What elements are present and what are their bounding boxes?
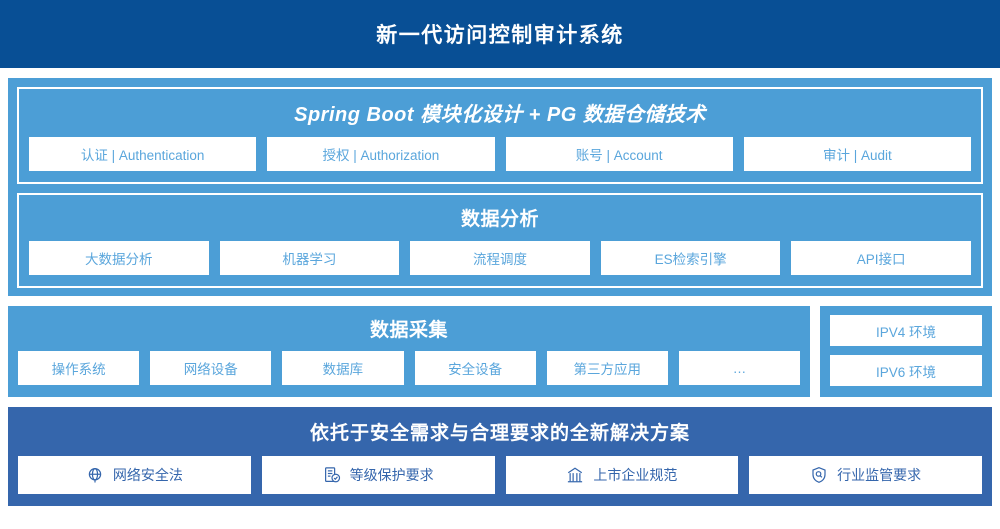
collection-card-label: 网络设备 bbox=[183, 362, 238, 377]
document-check-icon bbox=[323, 466, 341, 484]
compliance-card-listed-company-standard[interactable]: 上市企业规范 bbox=[505, 456, 739, 494]
collection-card-label: 第三方应用 bbox=[573, 362, 642, 377]
collection-card-row: 操作系统 网络设备 数据库 安全设备 第三方应用 … bbox=[18, 351, 801, 385]
page-title: 新一代访问控制审计系统 bbox=[376, 24, 624, 47]
environment-card-ipv6[interactable]: IPV6 环境 bbox=[830, 355, 982, 386]
platform-card-label: 授权 | Authorization bbox=[322, 148, 440, 163]
collection-title: 数据采集 bbox=[369, 320, 448, 341]
compliance-title: 依托于安全需求与合理要求的全新解决方案 bbox=[309, 423, 690, 444]
compliance-card-row: 网络安全法 等级保护要求 bbox=[18, 456, 982, 494]
analysis-group-title: 数据分析 bbox=[460, 209, 539, 230]
analysis-card-label: API接口 bbox=[856, 252, 906, 267]
analysis-card-label: ES检索引擎 bbox=[654, 252, 727, 267]
collection-card-security-device[interactable]: 安全设备 bbox=[414, 351, 536, 385]
platform-card-row: 认证 | Authentication 授权 | Authorization 账… bbox=[29, 137, 971, 171]
collection-card-label: … bbox=[732, 360, 747, 376]
collection-row: 数据采集 操作系统 网络设备 数据库 安全设备 第三方应用 … bbox=[8, 306, 992, 397]
compliance-panel: 依托于安全需求与合理要求的全新解决方案 网络安全法 bbox=[8, 407, 992, 506]
analysis-card-es-search-engine[interactable]: ES检索引擎 bbox=[600, 241, 781, 275]
analysis-card-machine-learning[interactable]: 机器学习 bbox=[219, 241, 400, 275]
platform-card-label: 认证 | Authentication bbox=[80, 148, 205, 163]
environment-panel: IPV4 环境 IPV6 环境 bbox=[820, 306, 992, 397]
collection-card-operating-system[interactable]: 操作系统 bbox=[18, 351, 140, 385]
analysis-card-label: 流程调度 bbox=[472, 252, 527, 267]
analysis-card-label: 机器学习 bbox=[282, 252, 337, 267]
platform-card-authentication[interactable]: 认证 | Authentication bbox=[29, 137, 257, 171]
platform-card-label: 账号 | Account bbox=[575, 148, 663, 163]
collection-card-more[interactable]: … bbox=[678, 351, 801, 385]
platform-group-title: Spring Boot 模块化设计 + PG 数据仓储技术 bbox=[294, 104, 706, 126]
compliance-card-label: 上市企业规范 bbox=[593, 467, 678, 483]
page-header: 新一代访问控制审计系统 bbox=[0, 0, 1000, 68]
shield-search-icon bbox=[810, 466, 828, 484]
globe-icon bbox=[86, 466, 104, 484]
compliance-card-label: 等级保护要求 bbox=[349, 467, 434, 483]
collection-card-third-party-app[interactable]: 第三方应用 bbox=[546, 351, 668, 385]
bank-icon bbox=[566, 466, 584, 484]
platform-card-audit[interactable]: 审计 | Audit bbox=[743, 137, 971, 171]
collection-card-database[interactable]: 数据库 bbox=[282, 351, 404, 385]
platform-card-authorization[interactable]: 授权 | Authorization bbox=[267, 137, 495, 171]
compliance-card-industry-regulation[interactable]: 行业监管要求 bbox=[749, 456, 982, 494]
compliance-card-label: 网络安全法 bbox=[112, 467, 183, 483]
analysis-card-api[interactable]: API接口 bbox=[791, 241, 971, 275]
environment-card-label: IPV4 环境 bbox=[875, 324, 937, 340]
analysis-card-label: 大数据分析 bbox=[85, 252, 153, 267]
collection-card-label: 安全设备 bbox=[448, 362, 503, 377]
collection-card-label: 操作系统 bbox=[51, 362, 106, 377]
analysis-group: 数据分析 大数据分析 机器学习 流程调度 ES检索引擎 API接口 bbox=[17, 193, 983, 288]
collection-card-label: 数据库 bbox=[322, 362, 364, 377]
platform-panel: Spring Boot 模块化设计 + PG 数据仓储技术 认证 | Authe… bbox=[8, 78, 992, 296]
environment-card-label: IPV6 环境 bbox=[875, 364, 937, 380]
platform-card-account[interactable]: 账号 | Account bbox=[505, 137, 733, 171]
collection-card-network-device[interactable]: 网络设备 bbox=[150, 351, 272, 385]
analysis-card-workflow-scheduling[interactable]: 流程调度 bbox=[410, 241, 590, 275]
compliance-card-cybersecurity-law[interactable]: 网络安全法 bbox=[18, 456, 251, 494]
platform-card-label: 审计 | Audit bbox=[822, 148, 892, 163]
compliance-card-label: 行业监管要求 bbox=[837, 467, 922, 483]
collection-panel: 数据采集 操作系统 网络设备 数据库 安全设备 第三方应用 … bbox=[8, 306, 810, 397]
analysis-card-bigdata[interactable]: 大数据分析 bbox=[29, 241, 209, 275]
environment-card-ipv4[interactable]: IPV4 环境 bbox=[830, 315, 982, 346]
platform-group: Spring Boot 模块化设计 + PG 数据仓储技术 认证 | Authe… bbox=[17, 87, 983, 184]
compliance-card-classified-protection[interactable]: 等级保护要求 bbox=[261, 456, 495, 494]
analysis-card-row: 大数据分析 机器学习 流程调度 ES检索引擎 API接口 bbox=[29, 241, 971, 275]
